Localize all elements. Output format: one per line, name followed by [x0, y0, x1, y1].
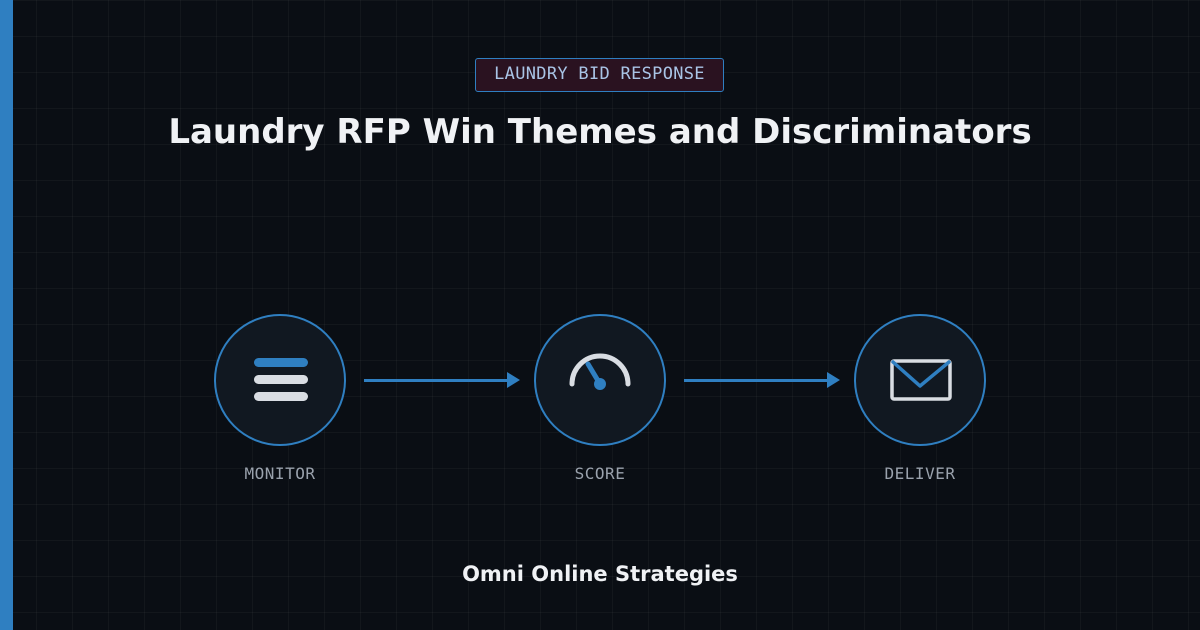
step-label-score: SCORE [574, 464, 626, 483]
step-score [534, 314, 666, 446]
flow-arrow [684, 370, 840, 390]
category-badge: LAUNDRY BID RESPONSE [475, 58, 724, 92]
page-title: Laundry RFP Win Themes and Discriminator… [168, 112, 1032, 152]
list-icon [254, 358, 308, 401]
flow-arrow [364, 370, 520, 390]
step-label-deliver: DELIVER [884, 464, 956, 483]
step-monitor [214, 314, 346, 446]
gauge-icon [569, 353, 631, 390]
envelope-icon [890, 359, 952, 401]
brand-name: Omni Online Strategies [462, 562, 738, 586]
accent-bar [0, 0, 13, 630]
step-deliver [854, 314, 986, 446]
step-label-monitor: MONITOR [244, 464, 316, 483]
